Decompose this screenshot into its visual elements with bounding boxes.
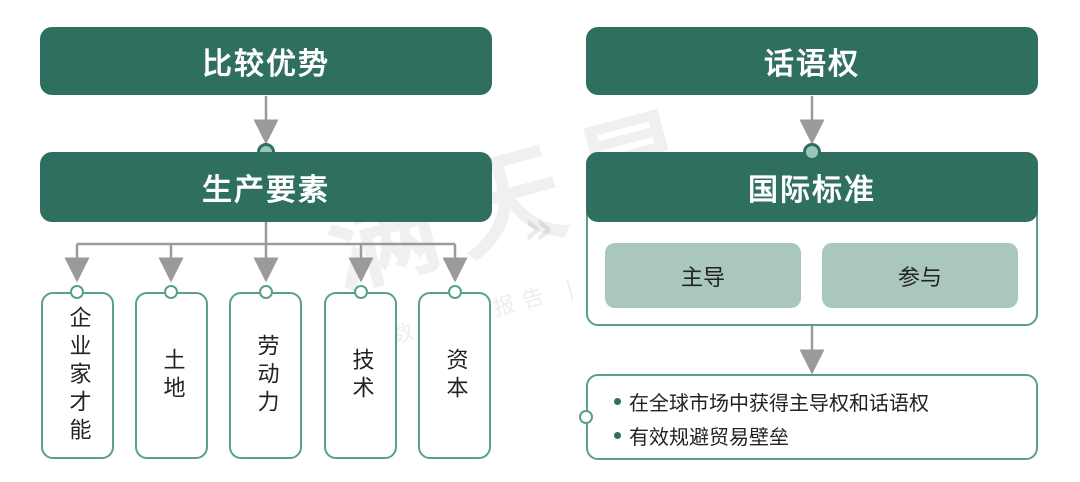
factor-box-4: 技术 <box>324 292 397 459</box>
left-top-title-box: 比较优势 <box>40 27 492 95</box>
right-middle-connector <box>803 143 821 161</box>
sub-item-lead-label: 主导 <box>680 265 725 291</box>
factor-connector-2 <box>164 285 178 299</box>
factor-box-2: 土地 <box>135 292 208 459</box>
factor-label-2: 土地 <box>159 347 185 404</box>
factor-box-3: 劳动力 <box>229 292 302 459</box>
right-top-title: 话语权 <box>764 47 860 82</box>
watermark-chevron-icon: » <box>523 200 555 256</box>
bullet-text-2: 有效规避贸易壁垒 <box>629 424 789 449</box>
factor-connector-1 <box>70 285 84 299</box>
bullet-item-2: 有效规避贸易壁垒 <box>614 418 1036 452</box>
bullet-text-1: 在全球市场中获得主导权和话语权 <box>629 390 929 415</box>
bullet-item-1: 在全球市场中获得主导权和话语权 <box>614 384 1036 418</box>
right-top-title-box: 话语权 <box>586 27 1038 95</box>
right-middle-title-box: 国际标准 <box>586 152 1038 222</box>
left-middle-title-box: 生产要素 <box>40 152 492 222</box>
factor-label-4: 技术 <box>348 347 374 404</box>
bullet-dot-icon <box>614 397 621 405</box>
right-middle-title: 国际标准 <box>748 173 876 208</box>
sub-item-participate-label: 参与 <box>897 265 942 291</box>
factor-box-1: 企业家才能 <box>41 292 114 459</box>
factor-box-5: 资本 <box>418 292 491 459</box>
factor-connector-3 <box>259 285 273 299</box>
outcome-connector <box>579 410 593 424</box>
bullet-dot-icon <box>614 431 621 439</box>
outcome-panel: 在全球市场中获得主导权和话语权 有效规避贸易壁垒 <box>586 374 1038 460</box>
factor-connector-5 <box>448 285 462 299</box>
sub-item-participate: 参与 <box>822 243 1018 308</box>
factor-label-5: 资本 <box>442 347 468 404</box>
sub-item-lead: 主导 <box>605 243 801 308</box>
factor-label-3: 劳动力 <box>253 333 279 418</box>
factor-label-1: 企业家才能 <box>65 305 91 446</box>
left-middle-title: 生产要素 <box>202 173 330 208</box>
left-top-title: 比较优势 <box>202 47 330 82</box>
factor-connector-4 <box>354 285 368 299</box>
